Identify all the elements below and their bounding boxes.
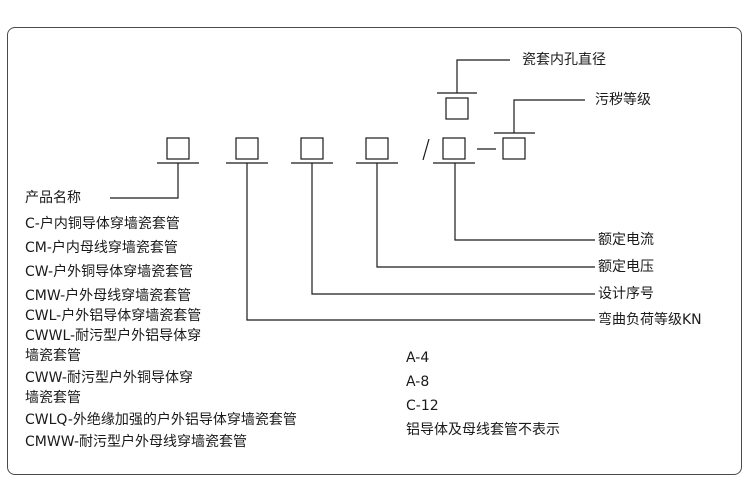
- product-name-item: CWLQ-外绝缘加强的户外铝导体穿墙瓷套管: [25, 412, 297, 428]
- code-box-4: [365, 137, 389, 160]
- load-grade-item: A-4: [406, 350, 430, 366]
- product-name-item: CMWW-耐污型户外母线穿墙瓷套管: [25, 434, 248, 450]
- product-name-item: 墙瓷套管: [25, 390, 81, 406]
- product-name-item: CMW-户外母线穿墙瓷套管: [25, 288, 192, 304]
- leader-bending-load: [246, 163, 595, 321]
- product-name-item: CWW-耐污型户外铜导体穿: [25, 370, 193, 386]
- product-name-item: CM-户内母线穿墙瓷套管: [25, 240, 178, 256]
- product-name-item: CW-户外铜导体穿墙瓷套管: [25, 264, 194, 280]
- diagram-frame: [7, 27, 742, 475]
- code-box-top: [445, 97, 469, 120]
- code-box-1: [166, 137, 190, 160]
- code-box-6: [502, 137, 526, 160]
- leader-bore-diameter: [456, 59, 510, 93]
- product-name-item: CWWL-耐污型户外铝导体穿: [25, 328, 202, 344]
- label-pollution-grade: 污秽等级: [595, 92, 651, 108]
- leader-rated-current: [454, 163, 595, 241]
- label-bore-diameter: 瓷套内孔直径: [522, 52, 606, 68]
- product-name-item: C-户内铜导体穿墙瓷套管: [25, 216, 180, 232]
- leader-pollution-grade: [513, 99, 585, 133]
- product-name-title: 产品名称: [25, 190, 81, 206]
- label-rated-voltage: 额定电压: [598, 259, 654, 275]
- load-grade-note: 铝导体及母线套管不表示: [406, 422, 560, 438]
- leader-rated-voltage: [376, 163, 595, 268]
- code-box-5: [442, 137, 466, 160]
- label-design-serial: 设计序号: [598, 286, 654, 302]
- code-box-3: [300, 137, 324, 160]
- product-name-item: CWL-户外铝导体穿墙瓷套管: [25, 308, 202, 324]
- load-grade-item: A-8: [406, 374, 430, 390]
- label-bending-load: 弯曲负荷等级KN: [598, 312, 702, 328]
- leader-product-name: [110, 163, 179, 199]
- code-box-2: [235, 137, 259, 160]
- leader-design-serial: [311, 163, 595, 295]
- load-grade-item: C-12: [406, 398, 439, 414]
- slash-separator: [422, 138, 430, 161]
- product-name-item: 墙瓷套管: [25, 348, 81, 364]
- label-rated-current: 额定电流: [598, 232, 654, 248]
